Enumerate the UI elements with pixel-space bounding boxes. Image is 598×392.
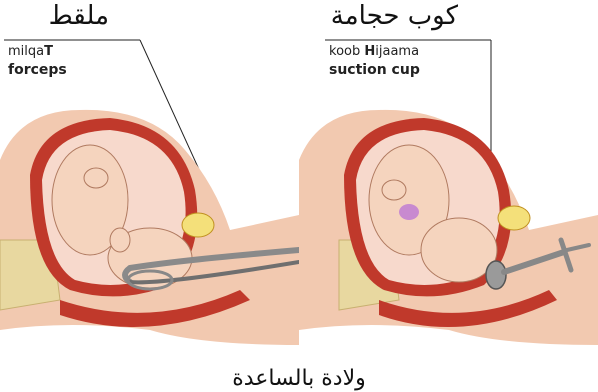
assisted-delivery-caption: ولادة بالساعدة — [0, 366, 598, 391]
forceps-panel: ملقط milqaT forceps — [0, 0, 299, 392]
forceps-delivery-illustration — [0, 0, 299, 392]
vacuum-delivery-illustration — [299, 0, 598, 392]
suction-cup-panel: كوب حجامة koob Hijaama suction cup — [299, 0, 598, 392]
